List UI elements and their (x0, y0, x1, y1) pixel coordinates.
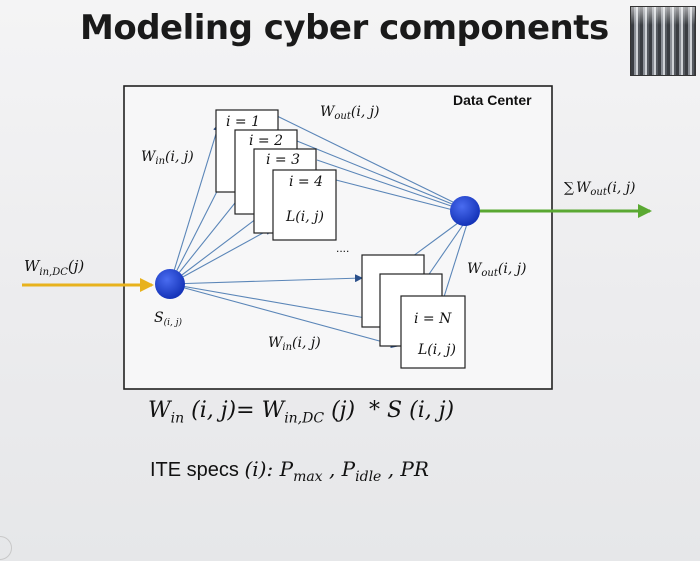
sum-output-subscript: out (590, 187, 607, 198)
specs-separator-1: , (322, 457, 342, 481)
win-top-subscript: in (155, 156, 165, 167)
sum-output-label: ∑Wout(i, j) (564, 180, 636, 198)
wout-top-label: Wout(i, j) (320, 104, 380, 122)
formula-lhs-argument: (i, j)= (184, 398, 262, 423)
server-index-3: i = 3 (266, 152, 300, 168)
formula-rhs-argument: (j) * (324, 398, 388, 423)
win-bottom-label: Win(i, j) (268, 335, 321, 353)
input-power-argument: (j) (68, 257, 85, 275)
wout-top-symbol: W (320, 104, 336, 120)
input-power-subscript: in,DC (39, 267, 68, 278)
switch-subscript: (i, j) (164, 317, 183, 328)
switch-symbol: S (154, 310, 164, 326)
specs-label: ITE specs (150, 459, 245, 481)
pmax-subscript: max (293, 469, 323, 485)
flow-line-5 (169, 227, 273, 285)
thumbnail-glare (631, 7, 695, 25)
specs-separator-2: , (381, 457, 401, 481)
server-box-4 (272, 169, 337, 241)
switch-label: S(i, j) (154, 310, 182, 328)
pmax-symbol: P (279, 457, 294, 481)
flow-line-8 (169, 283, 399, 349)
server-load-4: L(i, j) (285, 209, 324, 225)
pidle-symbol: P (341, 457, 356, 481)
ite-specs: ITE specs (i): Pmax , Pidle , PR (150, 457, 429, 485)
server-rack-thumbnail (630, 6, 696, 76)
win-bottom-argument: (i, j) (292, 335, 321, 351)
out-line-1 (276, 115, 458, 205)
aggregation-node (450, 196, 480, 226)
pidle-subscript: idle (355, 469, 382, 485)
wout-right-argument: (i, j) (498, 261, 527, 277)
formula-lhs-subscript: in (170, 410, 185, 427)
flow-line-1 (169, 123, 221, 285)
out-line-7 (442, 223, 468, 301)
server-index-2: i = 2 (249, 133, 283, 149)
wout-right-subscript: out (481, 268, 498, 279)
input-power-symbol: W (24, 257, 41, 275)
win-top-label: Win(i, j) (141, 149, 194, 167)
output-flow-lines (276, 115, 468, 301)
out-line-4 (335, 179, 458, 212)
wout-right-symbol: W (467, 261, 483, 277)
flow-line-6 (169, 274, 363, 285)
sum-output-argument: (i, j) (607, 180, 636, 196)
sum-symbol: ∑ (564, 180, 574, 196)
wout-top-subscript: out (334, 111, 351, 122)
wout-top-argument: (i, j) (351, 104, 380, 120)
win-bottom-subscript: in (282, 342, 292, 353)
data-center-box (123, 85, 553, 390)
specs-argument: (i): (244, 457, 280, 481)
out-line-3 (316, 159, 458, 209)
server-index-4: i = 4 (289, 174, 323, 190)
wout-right-label: Wout(i, j) (467, 261, 527, 279)
server-index-n: i = N (414, 311, 452, 327)
server-index-1: i = 1 (226, 114, 260, 130)
formula-lhs-symbol: W (148, 398, 171, 423)
formula-rhs-symbol: W (261, 398, 285, 423)
switch-node (155, 269, 185, 299)
server-stack-upper: i = 1 i = 2 i = 3 i = 4 L(i, j) (215, 109, 337, 241)
formula-rhs-s: S (i, j) (387, 398, 455, 423)
out-line-2 (296, 140, 458, 207)
win-top-argument: (i, j) (165, 149, 194, 165)
flow-line-7 (169, 283, 378, 323)
win-bottom-symbol: W (268, 335, 284, 351)
win-top-symbol: W (141, 149, 157, 165)
formula-rhs-subscript: in,DC (284, 410, 325, 427)
slide-title: Modeling cyber components (80, 8, 609, 48)
sum-output-symbol: W (576, 180, 592, 196)
server-box-n (400, 295, 466, 369)
power-formula: Win (i, j)= Win,DC (j) * S (i, j) (148, 398, 454, 426)
out-line-6 (424, 221, 466, 281)
input-power-label: Win,DC(j) (24, 257, 84, 278)
server-stack-lower: i = N L(i, j) (361, 254, 466, 369)
server-load-n: L(i, j) (417, 342, 456, 358)
data-center-label: Data Center (453, 92, 532, 108)
ellipsis: .... (336, 241, 349, 255)
pr-symbol: PR (400, 457, 429, 481)
